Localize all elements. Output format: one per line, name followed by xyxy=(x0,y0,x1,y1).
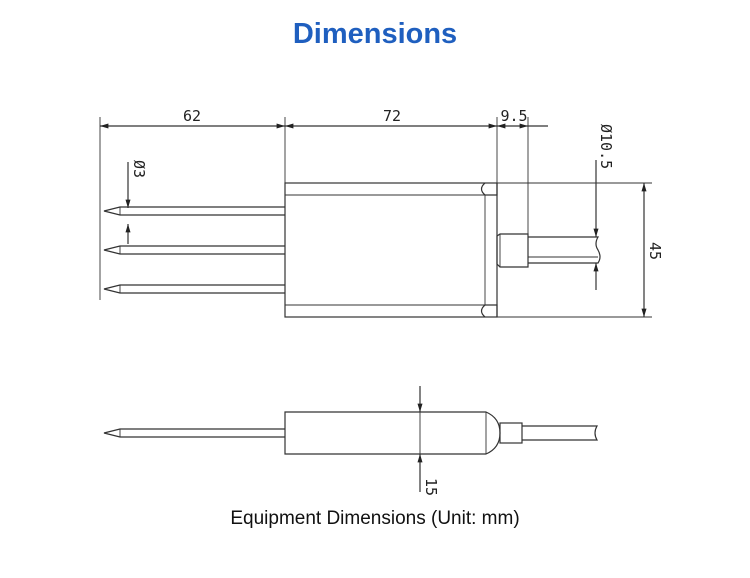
top-view: 62 72 9.5 Ø3 xyxy=(99,107,664,318)
side-gland xyxy=(499,422,523,444)
side-cable xyxy=(522,425,599,441)
side-probe-pin xyxy=(103,428,285,438)
dim-probe-length: 62 xyxy=(183,107,201,125)
side-body xyxy=(284,411,501,455)
dim-probe-diameter: Ø3 xyxy=(130,160,148,178)
page-title: Dimensions xyxy=(292,18,458,50)
dim-body-length: 72 xyxy=(383,107,401,125)
dim-cable-diameter: Ø10.5 xyxy=(597,124,615,169)
probe-pins xyxy=(103,206,285,294)
cable xyxy=(528,236,601,264)
sensor-body xyxy=(284,182,498,318)
caption: Equipment Dimensions (Unit: mm) xyxy=(230,508,520,529)
dim-body-width: 45 xyxy=(646,242,664,260)
body-cap-top xyxy=(480,182,498,196)
cable-gland xyxy=(496,233,529,268)
dim-cap-length: 9.5 xyxy=(500,107,527,125)
side-view: 15 xyxy=(103,386,599,496)
dim-body-thickness: 15 xyxy=(422,478,440,496)
body-cap-bottom xyxy=(480,304,498,318)
